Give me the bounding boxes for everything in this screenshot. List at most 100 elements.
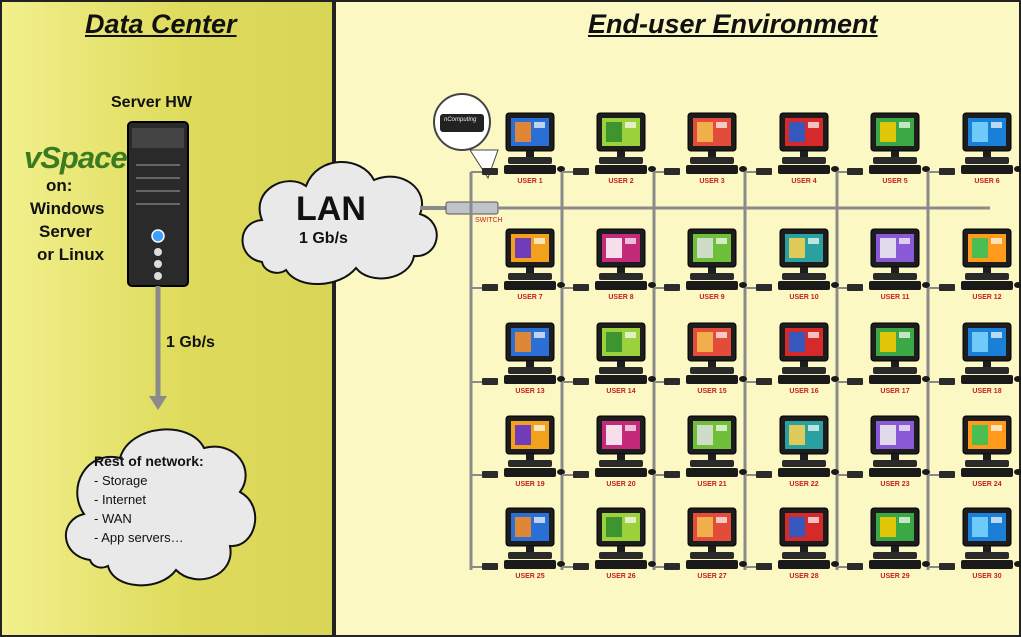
user-station-2-screen-panel	[625, 122, 636, 128]
user-station-21-device	[664, 471, 680, 478]
user-station-12-keyboard-base	[961, 281, 1013, 290]
user-station-6-device	[939, 168, 955, 175]
network-item-storage: - Storage	[94, 473, 148, 488]
user-station-6-keyboard-base	[961, 165, 1013, 174]
user-station-28-mouse	[831, 561, 839, 567]
user-station-2-stand	[617, 151, 625, 157]
user-station-27-mouse	[739, 561, 747, 567]
user-station-20-screen-window	[606, 425, 622, 445]
user-station-8-device	[573, 284, 589, 291]
user-station-17-screen-panel	[899, 332, 910, 338]
user-station-7-screen-window	[515, 238, 531, 258]
user-station-21-screen-panel	[716, 425, 727, 431]
user-station-16-device	[756, 378, 772, 385]
user-station-16-screen-window	[789, 332, 805, 352]
user-station-15-stand	[708, 361, 716, 367]
user-station-13-screen-window	[515, 332, 531, 352]
user-station-4-mouse	[831, 166, 839, 172]
user-station-5-keyboard	[873, 157, 917, 164]
user-station-24-mouse	[1014, 469, 1021, 475]
user-station-26-device	[573, 563, 589, 570]
user-station-14-keyboard	[599, 367, 643, 374]
user-station-9-keyboard-base	[686, 281, 738, 290]
user-station-22-device	[756, 471, 772, 478]
user-station-5-stand	[891, 151, 899, 157]
user-station-21-screen-window	[697, 425, 713, 445]
user-station-29-mouse	[922, 561, 930, 567]
user-station-17-stand	[891, 361, 899, 367]
user-station-29-keyboard	[873, 552, 917, 559]
user-station-8-label: USER 8	[608, 294, 634, 301]
user-station-1-keyboard-base	[504, 165, 556, 174]
user-station-13-screen-panel	[534, 332, 545, 338]
user-station-28-keyboard-base	[778, 560, 830, 569]
user-station-23-mouse	[922, 469, 930, 475]
user-station-7-screen-panel	[534, 238, 545, 244]
user-station-9-stand	[708, 267, 716, 273]
user-station-15-screen-window	[697, 332, 713, 352]
user-station-19-keyboard-base	[504, 468, 556, 477]
user-station-27-screen-panel	[716, 517, 727, 523]
user-station-25-screen-panel	[534, 517, 545, 523]
network-cloud-title: Rest of network:	[94, 453, 204, 469]
user-station-22-keyboard	[782, 460, 826, 467]
link-arrowhead	[149, 396, 167, 410]
user-station-4-screen-panel	[808, 122, 819, 128]
user-station-16-mouse	[831, 376, 839, 382]
user-station-25-label: USER 25	[515, 573, 545, 580]
user-station-23-screen-window	[880, 425, 896, 445]
user-station-3-mouse	[739, 166, 747, 172]
user-station-9-label: USER 9	[699, 294, 725, 301]
network-cloud	[65, 428, 257, 587]
user-station-18-screen-panel	[991, 332, 1002, 338]
user-station-15-screen-panel	[716, 332, 727, 338]
user-station-8-stand	[617, 267, 625, 273]
user-station-14-screen-panel	[625, 332, 636, 338]
user-station-26-screen-panel	[625, 517, 636, 523]
user-station-2-label: USER 2	[608, 178, 634, 185]
user-station-13-label: USER 13	[515, 388, 545, 395]
user-station-11-device	[847, 284, 863, 291]
user-station-21-keyboard	[690, 460, 734, 467]
user-station-3-keyboard-base	[686, 165, 738, 174]
user-station-22-label: USER 22	[789, 481, 819, 488]
user-station-9-mouse	[739, 282, 747, 288]
user-station-19-keyboard	[508, 460, 552, 467]
os-line-1: on:	[46, 176, 73, 195]
user-station-16-screen-panel	[808, 332, 819, 338]
user-station-24-screen-panel	[991, 425, 1002, 431]
user-station-26-keyboard	[599, 552, 643, 559]
user-station-28-device	[756, 563, 772, 570]
user-station-6-screen-window	[972, 122, 988, 142]
user-station-10-label: USER 10	[789, 294, 819, 301]
user-station-23-label: USER 23	[880, 481, 910, 488]
user-station-1-device	[482, 168, 498, 175]
user-station-7-label: USER 7	[517, 294, 543, 301]
user-station-25-keyboard-base	[504, 560, 556, 569]
user-station-13-mouse	[557, 376, 565, 382]
device-callout-label: nComputing	[444, 117, 477, 123]
user-station-9-screen-window	[697, 238, 713, 258]
user-station-20-stand	[617, 454, 625, 460]
user-station-4-stand	[800, 151, 808, 157]
user-station-7-mouse	[557, 282, 565, 288]
user-station-1-keyboard	[508, 157, 552, 164]
user-station-4-screen-window	[789, 122, 805, 142]
user-station-15-mouse	[739, 376, 747, 382]
user-station-22-mouse	[831, 469, 839, 475]
user-station-23-keyboard	[873, 460, 917, 467]
user-grid	[469, 112, 1021, 570]
user-station-14-mouse	[648, 376, 656, 382]
user-station-18-keyboard	[965, 367, 1009, 374]
user-station-19-device	[482, 471, 498, 478]
user-station-6-screen-panel	[991, 122, 1002, 128]
user-station-1-label: USER 1	[517, 178, 543, 185]
user-station-27-device	[664, 563, 680, 570]
user-station-11-screen-panel	[899, 238, 910, 244]
user-station-11-screen-window	[880, 238, 896, 258]
user-station-4-label: USER 4	[791, 178, 817, 185]
user-station-21-mouse	[739, 469, 747, 475]
os-line-3: Server	[39, 222, 92, 241]
network-item-wan: - WAN	[94, 511, 132, 526]
user-station-17-device	[847, 378, 863, 385]
